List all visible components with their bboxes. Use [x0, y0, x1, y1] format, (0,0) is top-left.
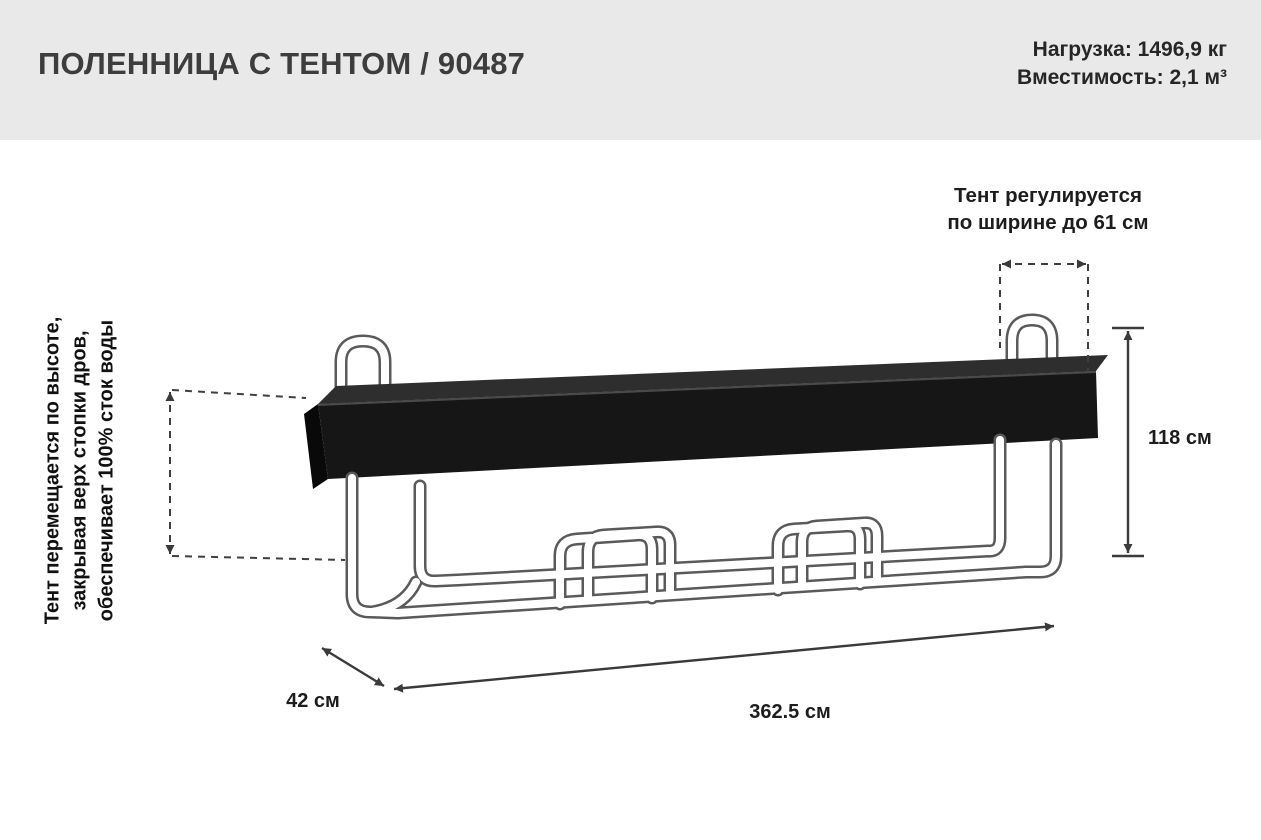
depth-dimension [321, 646, 385, 688]
load-stat: Нагрузка: 1496,9 кг [1032, 38, 1227, 61]
page-title: ПОЛЕННИЦА С ТЕНТОМ / 90487 [38, 46, 526, 81]
tent-feature-note: Тент перемещается по высоте, закрывая ве… [40, 281, 121, 661]
tent-top-face [318, 355, 1108, 404]
tent-height-dimension [165, 389, 346, 561]
capacity-stat: Вместимость: 2,1 м³ [1016, 66, 1227, 89]
tent-front-face [318, 371, 1098, 479]
height-label: 118 см [1148, 427, 1212, 449]
length-dimension [393, 622, 1055, 693]
header-bar: ПОЛЕННИЦА С ТЕНТОМ / 90487 Нагрузка: 149… [0, 0, 1261, 140]
tent-width-note-line1: Тент регулируется [954, 184, 1142, 207]
product-stats: Нагрузка: 1496,9 кг Вместимость: 2,1 м³ [1017, 36, 1227, 92]
tent-left-face [304, 404, 328, 489]
tent-cover [304, 355, 1108, 489]
tent-width-note: Тент регулируется по ширине до 61 см [920, 182, 1176, 236]
overall-height-dimension [1112, 326, 1144, 558]
length-label: 362.5 см [749, 701, 831, 723]
tent-feature-note-line2: закрывая верх стопки дров, [68, 330, 91, 611]
tent-feature-note-line3: обеспечивает 100% сток воды [95, 319, 118, 622]
tent-arch-frames [334, 313, 1059, 411]
tent-feature-note-line1: Тент перемещается по высоте, [41, 316, 64, 625]
tent-width-note-line2: по ширине до 61 см [947, 211, 1149, 234]
tent-width-dimension [999, 259, 1089, 372]
depth-label: 42 см [286, 690, 340, 712]
rack-frame [345, 433, 1063, 620]
